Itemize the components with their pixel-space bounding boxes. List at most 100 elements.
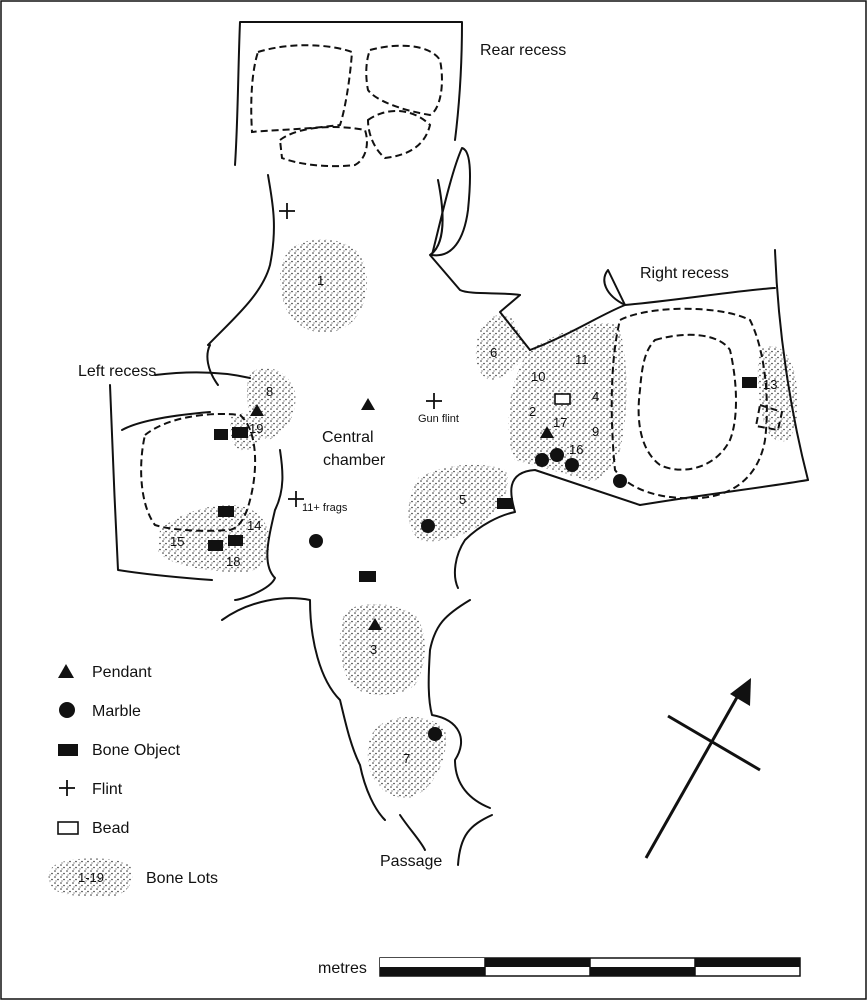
pendant-triangle-icon [540, 426, 554, 438]
flint-cross-icon [279, 203, 295, 219]
bone-lot-labels: 1 2 3 4 5 6 7 8 9 10 11 13 14 15 16 17 1… [170, 273, 777, 766]
corridor-wall-right [429, 179, 521, 296]
bone-lots [158, 239, 798, 799]
left-recess-outer [109, 384, 213, 581]
bone-object-rect-icon [232, 427, 248, 438]
marble-circle-icon [59, 702, 75, 718]
bone-object-rect-icon [214, 429, 228, 440]
bone-object-rect-icon [58, 744, 78, 756]
lot-number: 8 [266, 384, 273, 399]
right-recess-top [529, 269, 776, 351]
lot-number: 10 [531, 369, 545, 384]
lot-number: 15 [170, 534, 184, 549]
flint-cross-icon [59, 780, 75, 796]
bone-object-rect-icon [497, 498, 513, 509]
lot-number: 11 [575, 352, 589, 367]
rear-recess-wall [234, 21, 463, 166]
marble-circle-icon [535, 453, 549, 467]
lot-number: 6 [490, 345, 497, 360]
legend-bone-lots-range: 1-19 [78, 870, 104, 885]
legend-bone-lots: Bone Lots [146, 870, 218, 887]
right-recess-dashed-outer [610, 307, 768, 500]
artifacts [208, 203, 757, 741]
lot-number: 2 [529, 404, 536, 419]
lot-number: 5 [459, 492, 466, 507]
central-chamber-label-2: chamber [323, 452, 386, 469]
marble-circle-icon [565, 458, 579, 472]
pendant-triangle-icon [361, 398, 375, 410]
bone-lots-swatch [48, 858, 133, 897]
legend-pendant: Pendant [92, 664, 152, 681]
passage-label: Passage [380, 853, 442, 870]
pendant-triangle-icon [368, 618, 382, 630]
cave-walls [109, 21, 809, 866]
marble-circle-icon [550, 448, 564, 462]
left-recess-label: Left recess [78, 363, 156, 380]
marble-circle-icon [613, 474, 627, 488]
right-chamber-lower-wall [453, 469, 641, 589]
legend-marble: Marble [92, 703, 141, 720]
rear-dashed-3 [278, 126, 368, 168]
marble-circle-icon [421, 519, 435, 533]
flint-cross-icon [426, 393, 442, 409]
corridor-wall-left [207, 174, 275, 346]
right-recess-edge [774, 249, 809, 481]
lot-number: 18 [226, 554, 240, 569]
passage-left-wall [221, 597, 386, 821]
bead-open-rect-icon [554, 393, 571, 405]
pendant-triangle-icon [250, 404, 264, 416]
legend-bone-object: Bone Object [92, 742, 181, 759]
right-recess-label: Right recess [640, 265, 729, 282]
pendant-triangle-icon [58, 664, 74, 678]
bone-object-rect-icon [359, 571, 376, 582]
lot-number: 16 [569, 442, 583, 457]
bone-object-rect-icon [742, 377, 757, 388]
bone-object-rect-icon [208, 540, 223, 551]
legend-bead: Bead [92, 820, 129, 837]
passage-right-wall [427, 599, 491, 809]
lot-number: 19 [249, 421, 263, 436]
passage-exit-left [399, 814, 426, 851]
dashed-features [140, 44, 784, 532]
bone-object-rect-icon [218, 506, 234, 517]
bone-object-rect-icon [228, 535, 243, 546]
legend-flint: Flint [92, 781, 123, 798]
right-recess-dashed-inner [637, 333, 737, 471]
flint-cross-icon [288, 491, 304, 507]
rear-dashed-1 [250, 44, 354, 134]
north-arrow-icon [644, 678, 761, 859]
legend: Pendant Marble Bone Object Flint Bead 1-… [48, 664, 218, 897]
frags-annotation: 11+ frags [302, 502, 348, 514]
bone-lot-3 [339, 604, 425, 696]
bone-lot-1 [280, 239, 368, 333]
lot-number: 4 [592, 389, 599, 404]
gun-flint-annotation: Gun flint [418, 413, 459, 425]
passage-exit-right [457, 814, 493, 866]
left-recess-upper [154, 371, 251, 379]
lot-number: 7 [403, 751, 410, 766]
central-chamber-label-1: Central [322, 429, 374, 446]
bone-lot-13 [757, 346, 798, 442]
left-recess-top [206, 344, 219, 386]
lot-number: 9 [592, 424, 599, 439]
rock-pillar [431, 147, 471, 257]
rear-dashed-4 [366, 109, 432, 160]
bead-dashed [754, 403, 784, 432]
lot-number: 3 [370, 642, 377, 657]
lot-number: 17 [553, 415, 567, 430]
left-recess-inner [121, 411, 211, 431]
scale-bar: metres [318, 957, 801, 977]
bead-open-rect-icon [57, 821, 79, 835]
bone-lot-7 [367, 716, 446, 799]
lot-number: 13 [763, 377, 777, 392]
right-chamber-upper-wall [499, 294, 531, 351]
lot-number: 14 [247, 518, 261, 533]
scale-label: metres [318, 960, 367, 977]
rear-recess-label: Rear recess [480, 42, 566, 59]
left-recess-dashed [140, 413, 257, 532]
lot-number: 1 [317, 273, 324, 288]
marble-circle-icon [309, 534, 323, 548]
